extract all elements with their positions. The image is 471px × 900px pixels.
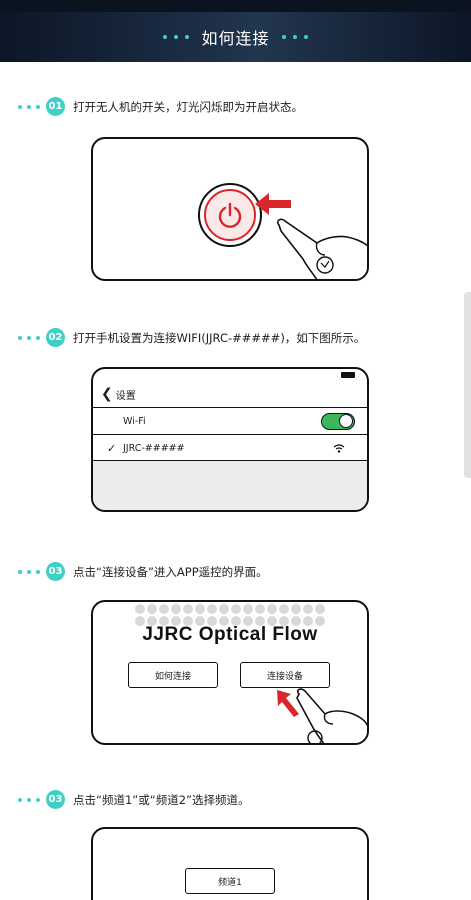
pattern-dot — [267, 616, 277, 626]
step-text: 打开无人机的开关，灯光闪烁即为开启状态。 — [73, 99, 303, 114]
step-3-instruction: 03 点击“连接设备”进入APP遥控的界面。 — [18, 562, 268, 581]
pattern-dot — [231, 604, 241, 614]
pattern-dot — [291, 616, 301, 626]
app-connect-illustration: JJRC Optical Flow 如何连接 连接设备 — [91, 600, 369, 745]
pattern-dot — [303, 604, 313, 614]
pattern-dot — [267, 604, 277, 614]
checkmark-icon: ✓ — [107, 441, 117, 455]
step-2-instruction: 02 打开手机设置为连接WIFI(JJRC-#####)，如下图所示。 — [18, 328, 365, 347]
pattern-dot — [231, 616, 241, 626]
step-dots — [18, 335, 40, 340]
pattern-dot — [135, 616, 145, 626]
power-on-illustration — [91, 137, 369, 281]
step-text: 点击“频道1”或“频道2”选择频道。 — [73, 792, 250, 807]
pattern-dot — [195, 604, 205, 614]
power-icon — [204, 189, 256, 241]
power-button-outer — [198, 183, 262, 247]
pattern-dot — [159, 604, 169, 614]
wifi-label: Wi-Fi — [123, 415, 146, 427]
status-bar — [0, 0, 471, 12]
step-number-badge: 02 — [46, 328, 65, 347]
step-number-badge: 03 — [46, 562, 65, 581]
pattern-dot — [207, 604, 217, 614]
title-bar: 如何连接 — [0, 12, 471, 62]
page-title: 如何连接 — [201, 29, 270, 48]
red-arrow-icon — [277, 690, 299, 717]
step-text: 点击“连接设备”进入APP遥控的界面。 — [73, 564, 268, 579]
pattern-dot — [315, 604, 325, 614]
pattern-dot — [243, 604, 253, 614]
pattern-dot — [219, 604, 229, 614]
pattern-dot — [315, 616, 325, 626]
pattern-dot — [279, 616, 289, 626]
pattern-dot — [303, 616, 313, 626]
pattern-dot — [195, 616, 205, 626]
settings-header: ❮ 设置 — [93, 381, 367, 407]
pattern-dot — [183, 616, 193, 626]
battery-icon — [341, 372, 355, 378]
pattern-dot — [255, 604, 265, 614]
pattern-dot — [207, 616, 217, 626]
step-dots — [18, 104, 40, 109]
title-left-dots — [163, 35, 190, 39]
pointing-hand-icon — [276, 218, 367, 279]
how-to-connect-button: 如何连接 — [128, 662, 218, 688]
title-right-dots — [281, 35, 308, 39]
pattern-dot — [183, 604, 193, 614]
dot-pattern — [135, 604, 325, 626]
red-arrow-icon — [255, 193, 291, 215]
pattern-dot — [159, 616, 169, 626]
step-1-instruction: 01 打开无人机的开关，灯光闪烁即为开启状态。 — [18, 97, 303, 116]
network-name: JJRC-##### — [123, 442, 185, 454]
channel-select-illustration: 频道1 — [91, 827, 369, 900]
pattern-dot — [135, 604, 145, 614]
pattern-dot — [219, 616, 229, 626]
pattern-dot — [291, 604, 301, 614]
connect-device-button: 连接设备 — [240, 662, 330, 688]
pointing-hand-icon — [296, 688, 367, 743]
pattern-dot — [243, 616, 253, 626]
wifi-row: Wi-Fi — [93, 407, 367, 434]
wifi-toggle — [321, 413, 355, 430]
wifi-settings-illustration: ❮ 设置 Wi-Fi ✓ JJRC-##### — [91, 367, 369, 512]
pattern-dot — [171, 616, 181, 626]
channel-1-button: 频道1 — [185, 868, 275, 894]
step-number-badge: 01 — [46, 97, 65, 116]
step-text: 打开手机设置为连接WIFI(JJRC-#####)，如下图所示。 — [73, 330, 366, 345]
pattern-dot — [171, 604, 181, 614]
pattern-dot — [147, 616, 157, 626]
settings-back-label: 设置 — [115, 390, 136, 402]
step-4-instruction: 03 点击“频道1”或“频道2”选择频道。 — [18, 790, 249, 809]
back-chevron-icon: ❮ — [101, 386, 113, 402]
step-dots — [18, 569, 40, 574]
network-row: ✓ JJRC-##### — [93, 434, 367, 461]
pattern-dot — [255, 616, 265, 626]
brand-title: JJRC Optical Flow — [142, 624, 318, 645]
settings-empty-area — [93, 460, 367, 510]
pattern-dot — [279, 604, 289, 614]
step-number-badge: 03 — [46, 790, 65, 809]
scrollbar-handle[interactable] — [464, 292, 471, 478]
pattern-dot — [147, 604, 157, 614]
step-dots — [18, 797, 40, 802]
wifi-signal-icon — [333, 443, 345, 453]
